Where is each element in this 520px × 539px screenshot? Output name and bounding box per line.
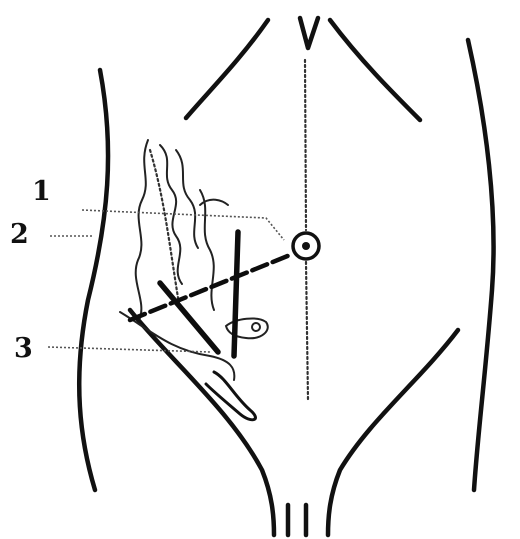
left-flank [79,70,108,490]
umbilicus-center [302,242,310,250]
left-groin [130,310,274,535]
incision-transverse-dashed [130,255,290,320]
caecum [120,312,234,380]
ileum-lumen [252,323,260,331]
label-1: 1 [32,176,51,207]
colon-haustra-2 [176,150,198,248]
costal-margin-left [186,20,268,118]
leader-1 [82,210,284,240]
right-flank [468,40,494,490]
costal-margin-right [330,20,420,120]
midline [305,60,308,400]
xiphoid [300,18,318,48]
right-groin [328,330,458,535]
colon-outer-wall [136,140,148,318]
appendix [206,372,255,420]
label-2: 2 [10,219,29,250]
label-3: 3 [14,333,33,364]
